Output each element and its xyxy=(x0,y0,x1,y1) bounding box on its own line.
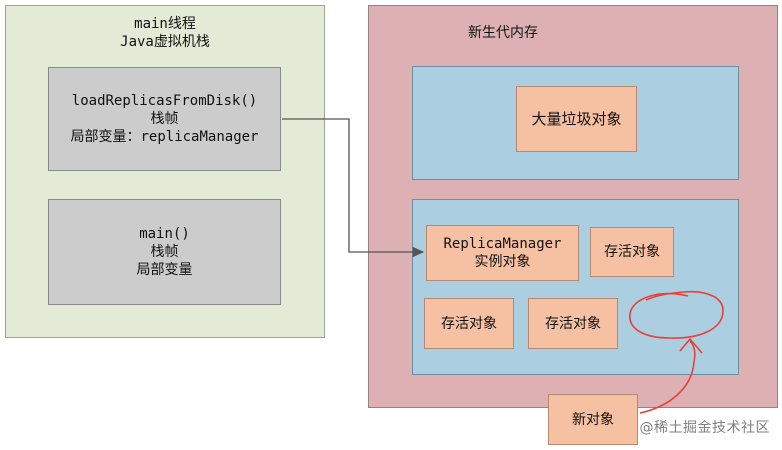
garbage-objects-label: 大量垃圾对象 xyxy=(531,110,622,128)
frame-label: 栈帧 xyxy=(150,111,179,127)
frame-label: 栈帧 xyxy=(150,244,179,260)
frame-local-variable: 局部变量：replicaManager xyxy=(70,129,259,145)
new-object-label: 新对象 xyxy=(572,411,614,428)
stack-frame-loadreplicas: loadReplicasFromDisk() 栈帧 局部变量：replicaMa… xyxy=(48,67,281,171)
stack-title-line2: Java虚拟机栈 xyxy=(120,34,210,50)
survivor-object-label: 存活对象 xyxy=(441,315,497,332)
stack-panel-title: main线程 Java虚拟机栈 xyxy=(5,15,325,51)
replica-object-class: ReplicaManager xyxy=(443,236,562,252)
watermark: @稀土掘金技术社区 xyxy=(639,420,770,436)
replica-manager-object: ReplicaManager 实例对象 xyxy=(426,225,579,281)
survivor-object: 存活对象 xyxy=(528,298,618,349)
survivor-object-label: 存活对象 xyxy=(545,315,601,332)
new-object-box: 新对象 xyxy=(548,394,638,445)
survivor-object: 存活对象 xyxy=(424,298,514,349)
frame-method-name: main() xyxy=(139,226,190,242)
survivor-object: 存活对象 xyxy=(590,227,674,277)
replica-object-label: 实例对象 xyxy=(474,254,531,270)
frame-method-name: loadReplicasFromDisk() xyxy=(71,93,258,109)
survivor-object-label: 存活对象 xyxy=(604,244,660,260)
young-generation-title: 新生代内存 xyxy=(468,25,538,41)
stack-title-line1: main线程 xyxy=(134,16,196,32)
frame-local-variable: 局部变量 xyxy=(136,262,193,278)
stack-frame-main: main() 栈帧 局部变量 xyxy=(48,199,281,305)
garbage-objects-box: 大量垃圾对象 xyxy=(516,86,637,152)
